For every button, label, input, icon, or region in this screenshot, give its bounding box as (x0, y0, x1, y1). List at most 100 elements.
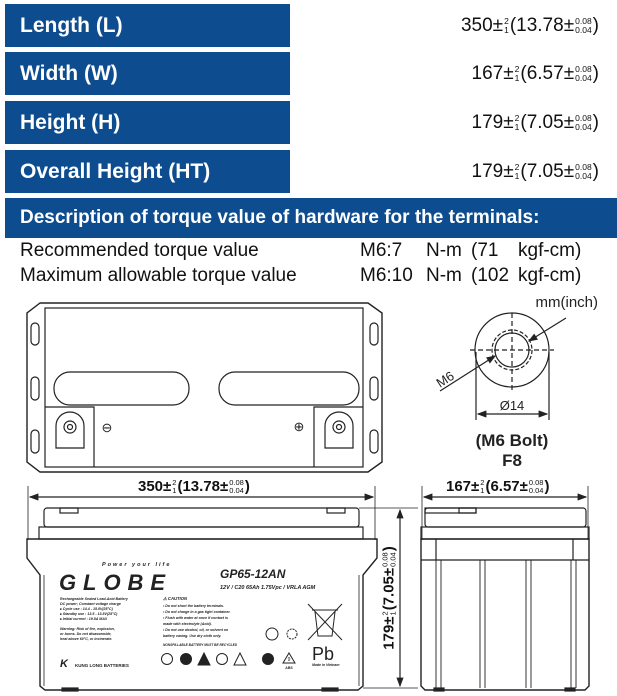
torque-kgf-unit: kgf-cm) (518, 265, 582, 286)
torque-unit: N-m (426, 240, 462, 261)
dimension-label: Length (L) (5, 4, 290, 47)
paren: ( (509, 15, 517, 36)
keep-away-children-icon (216, 653, 228, 665)
paren: ( (485, 478, 491, 495)
pm: ± (563, 15, 575, 36)
spec-line: ▸ Cycle use : 14.4 - 15.0V(25°C) (59, 607, 114, 611)
paren: ) (592, 112, 599, 133)
front-view: Power your life GLOBE GP65-12AN 12V / C2… (26, 486, 418, 692)
tol-up: 2 (480, 477, 485, 487)
pm: ± (503, 63, 514, 84)
side-view (420, 486, 590, 692)
paren: ) (244, 478, 250, 495)
recycle-abs-icon (282, 652, 296, 664)
tol-low: 1 (388, 611, 397, 616)
warning-line: or burns. Do not disassemble, (60, 632, 112, 636)
tol-up: 0.08 (229, 477, 244, 487)
caution-line: • Do not use alcohol, oil, or solvent on (163, 628, 229, 632)
tagline: Power your life (102, 562, 171, 568)
lead-symbol: Pb (312, 644, 334, 664)
tol-up: 0.08 (575, 63, 592, 74)
tol-up: 2 (514, 112, 520, 123)
model-number: GP65-12AN (220, 567, 286, 581)
caution-line: made with electrolyte (Acid). (163, 622, 212, 626)
warning-line: Warning: Risk of fire, explosion, (60, 627, 115, 631)
paren: ) (380, 546, 398, 552)
caution-line: battery casing. Use dry cloth only. (163, 634, 222, 638)
tol-low: 0.04 (575, 170, 592, 181)
handle-slot (218, 371, 360, 406)
nominal: 179 (380, 624, 398, 650)
pm: ± (380, 567, 398, 577)
tol-low: 0.04 (528, 485, 544, 495)
inch: 6.57 (490, 478, 520, 495)
tol-low: 0.04 (575, 121, 592, 132)
inch: 6.57 (526, 63, 564, 84)
tol-up: 2 (504, 15, 509, 26)
tol-low: 1 (504, 24, 509, 35)
pm: ± (471, 478, 480, 495)
tol-up: 2 (514, 63, 520, 74)
tol-up: 2 (514, 161, 520, 172)
dimension-label: Width (W) (5, 52, 290, 95)
abs-label: ABS (285, 666, 293, 670)
dimension-label: Overall Height (HT) (5, 150, 290, 193)
negative-terminal (55, 411, 85, 449)
handle-slot (53, 371, 190, 406)
explosive-warning-icon (197, 651, 211, 666)
pm: ± (492, 15, 504, 36)
warning-line: heat above 60°C, or incinerate. (60, 637, 112, 641)
safety-icons (161, 603, 343, 666)
paren: ) (592, 161, 599, 182)
eye-protection-icon (180, 653, 192, 665)
pm: ± (219, 478, 229, 495)
origin: Made in Vietnam (312, 663, 340, 667)
nominal: 179 (471, 112, 504, 133)
caution-line: • Do not charge in a gas tight container… (163, 610, 231, 614)
thread-label: M6 (433, 368, 456, 390)
terminal-code: F8 (502, 451, 522, 470)
no-fire-icon (161, 653, 173, 665)
recycle-note: NONSPILLABLE BATTERY MUST BE RECYCLED (163, 643, 238, 647)
brand-logo: GLOBE (59, 570, 167, 595)
tol-low: 0.04 (575, 72, 592, 83)
recycle-icon (286, 628, 298, 640)
paren: ) (592, 63, 599, 84)
tol-low: 1 (514, 72, 520, 83)
inch: 7.05 (526, 161, 564, 182)
torque-kgf-unit: kgf-cm) (518, 240, 582, 261)
caution-line: • Do not short the battery terminals. (163, 604, 224, 608)
caution-title: ⚠ CAUTION (163, 596, 188, 601)
torque-kgf: (102 (471, 265, 510, 286)
caution-line: • Flush with water at once if contact is (163, 616, 228, 620)
positive-icon: ⊕ (294, 419, 305, 434)
abs-number: 9 (288, 657, 291, 663)
nominal: 167 (446, 478, 472, 495)
top-view: ⊖ ⊕ (26, 302, 383, 473)
spec-line: ▸ Standby use : 13.5 - 13.8V(25°C) (59, 612, 118, 616)
spec-line: DC power; Constant voltage charge (60, 602, 121, 606)
tol-up: 0.08 (575, 112, 592, 123)
acid-warning-icon (233, 651, 247, 666)
torque-bolt: M6:7 (360, 240, 403, 261)
pm: ± (563, 63, 575, 84)
torque-heading: Description of torque value of hardware … (5, 198, 617, 238)
tol-low: 1 (172, 485, 177, 495)
pm: ± (563, 161, 575, 182)
maker-name: KUNG LONG BATTERIES (75, 663, 129, 668)
tol-low: 0.04 (229, 485, 244, 495)
spec-line: Rechargeable Sealed Lead-Acid Battery (60, 597, 129, 601)
nominal: 350 (138, 478, 164, 495)
nominal: 350 (460, 15, 493, 36)
diameter-label: Ø14 (500, 398, 525, 413)
negative-icon: ⊖ (102, 420, 113, 435)
